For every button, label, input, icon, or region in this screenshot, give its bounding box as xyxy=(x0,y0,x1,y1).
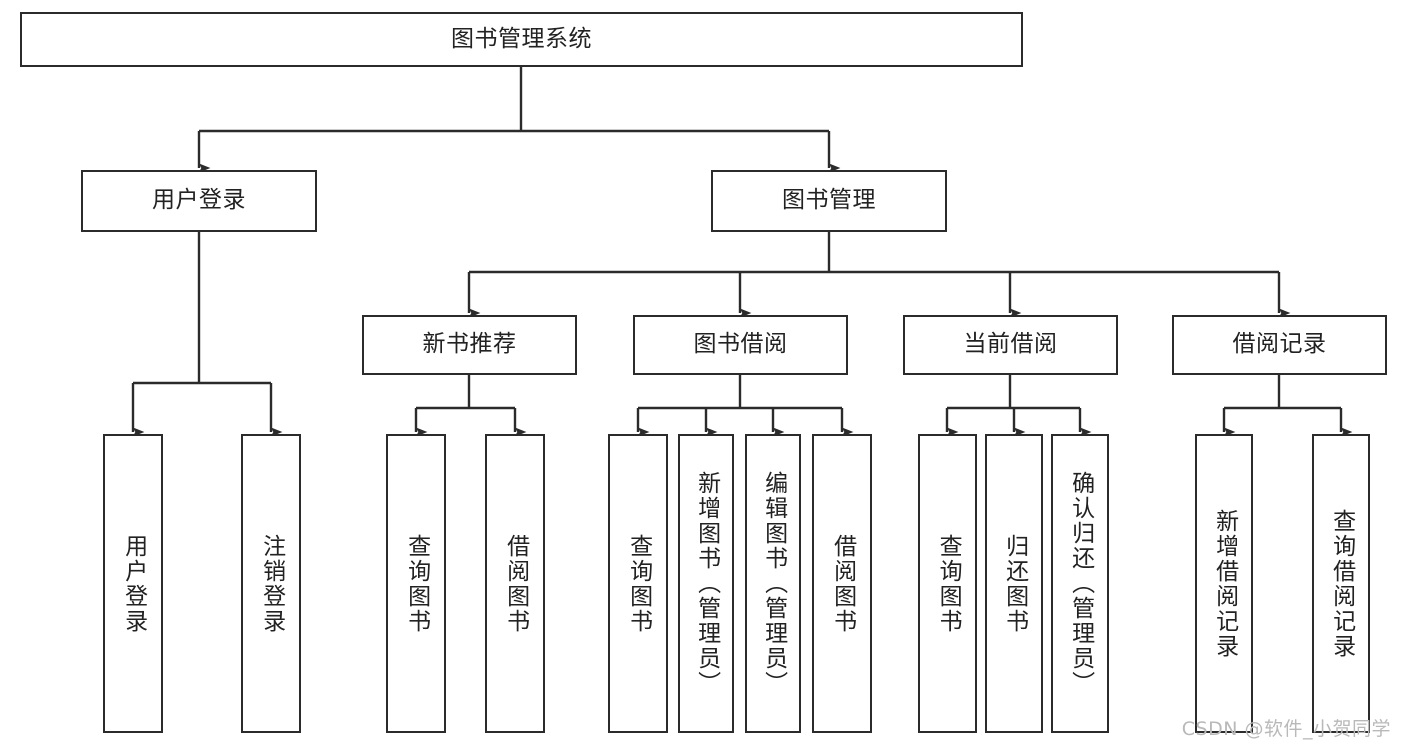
leaf-current-return-book[interactable]: 归还图书 xyxy=(985,434,1043,733)
leaf-borrow-add-book-admin[interactable]: 新增图书（管理员） xyxy=(678,434,734,733)
leaf-record-add-record[interactable]: 新增借阅记录 xyxy=(1195,434,1253,733)
node-root-label: 图书管理系统 xyxy=(451,25,592,52)
leaf-current-confirm-return-admin[interactable]: 确认归还（管理员） xyxy=(1051,434,1109,733)
node-book-manage-label: 图书管理 xyxy=(782,187,876,214)
node-user-login[interactable]: 用户登录 xyxy=(81,170,317,232)
leaf-newbook-query-book[interactable]: 查询图书 xyxy=(386,434,446,733)
leaf-borrow-query-book[interactable]: 查询图书 xyxy=(608,434,668,733)
leaf-borrow-edit-book-admin[interactable]: 编辑图书（管理员） xyxy=(745,434,801,733)
leaf-current-query-book[interactable]: 查询图书 xyxy=(918,434,977,733)
leaf-user-login-label: 用户登录 xyxy=(120,533,147,634)
node-book-borrow[interactable]: 图书借阅 xyxy=(633,315,848,375)
node-book-borrow-label: 图书借阅 xyxy=(693,331,788,358)
leaf-borrow-query-book-label: 查询图书 xyxy=(625,533,652,634)
leaf-user-logout[interactable]: 注销登录 xyxy=(241,434,301,733)
csdn-watermark: CSDN @软件_小贺同学 xyxy=(1181,718,1391,740)
leaf-borrow-add-book-admin-label: 新增图书（管理员） xyxy=(693,471,720,696)
leaf-current-query-book-label: 查询图书 xyxy=(935,533,962,634)
node-user-login-label: 用户登录 xyxy=(152,187,246,214)
leaf-newbook-query-book-label: 查询图书 xyxy=(403,533,430,634)
leaf-borrow-borrow-book-label: 借阅图书 xyxy=(829,533,856,634)
leaf-newbook-borrow-book-label: 借阅图书 xyxy=(502,533,529,634)
leaf-record-query-record[interactable]: 查询借阅记录 xyxy=(1312,434,1370,733)
node-root[interactable]: 图书管理系统 xyxy=(20,12,1023,67)
leaf-borrow-borrow-book[interactable]: 借阅图书 xyxy=(812,434,872,733)
leaf-user-logout-label: 注销登录 xyxy=(258,533,285,634)
leaf-current-return-book-label: 归还图书 xyxy=(1001,533,1028,634)
node-new-book-recommend[interactable]: 新书推荐 xyxy=(362,315,577,375)
leaf-user-login[interactable]: 用户登录 xyxy=(103,434,163,733)
node-borrow-record-label: 借阅记录 xyxy=(1232,331,1327,358)
leaf-record-add-record-label: 新增借阅记录 xyxy=(1211,508,1238,659)
node-current-borrow-label: 当前借阅 xyxy=(963,331,1058,358)
node-new-book-recommend-label: 新书推荐 xyxy=(422,331,517,358)
leaf-record-query-record-label: 查询借阅记录 xyxy=(1328,508,1355,659)
leaf-newbook-borrow-book[interactable]: 借阅图书 xyxy=(485,434,545,733)
node-book-manage[interactable]: 图书管理 xyxy=(711,170,947,232)
node-borrow-record[interactable]: 借阅记录 xyxy=(1172,315,1387,375)
leaf-borrow-edit-book-admin-label: 编辑图书（管理员） xyxy=(760,471,787,696)
leaf-current-confirm-return-admin-label: 确认归还（管理员） xyxy=(1067,471,1094,696)
node-current-borrow[interactable]: 当前借阅 xyxy=(903,315,1118,375)
